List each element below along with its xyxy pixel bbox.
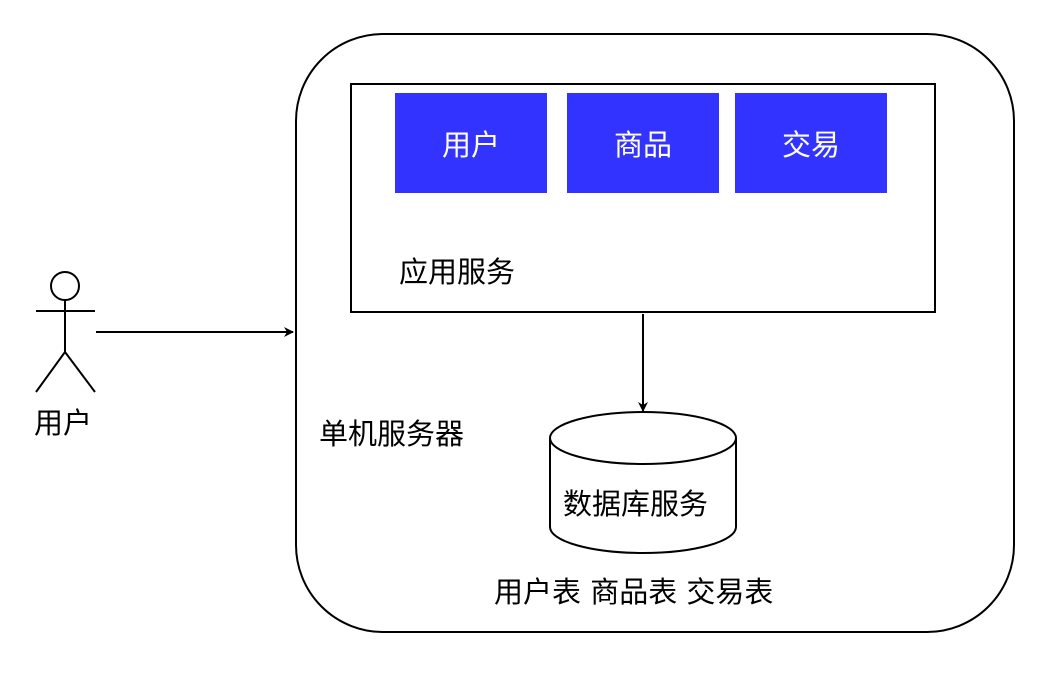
user-actor-label: 用户 [34, 406, 93, 440]
module-user[interactable]: 用户 [395, 93, 547, 193]
database-label: 数据库服务 [563, 487, 709, 521]
module-user-label: 用户 [441, 128, 500, 162]
module-product[interactable]: 商品 [567, 93, 719, 193]
user-actor-icon [35, 271, 96, 393]
app-service-label: 应用服务 [399, 255, 516, 289]
module-trade-label: 交易 [781, 128, 840, 162]
server-label: 单机服务器 [319, 417, 465, 451]
module-product-label: 商品 [613, 128, 672, 162]
database-cylinder-icon [549, 411, 737, 554]
module-trade[interactable]: 交易 [735, 93, 887, 193]
database-tables-label: 用户表 商品表 交易表 [494, 575, 774, 609]
single-server-container [295, 33, 1015, 633]
